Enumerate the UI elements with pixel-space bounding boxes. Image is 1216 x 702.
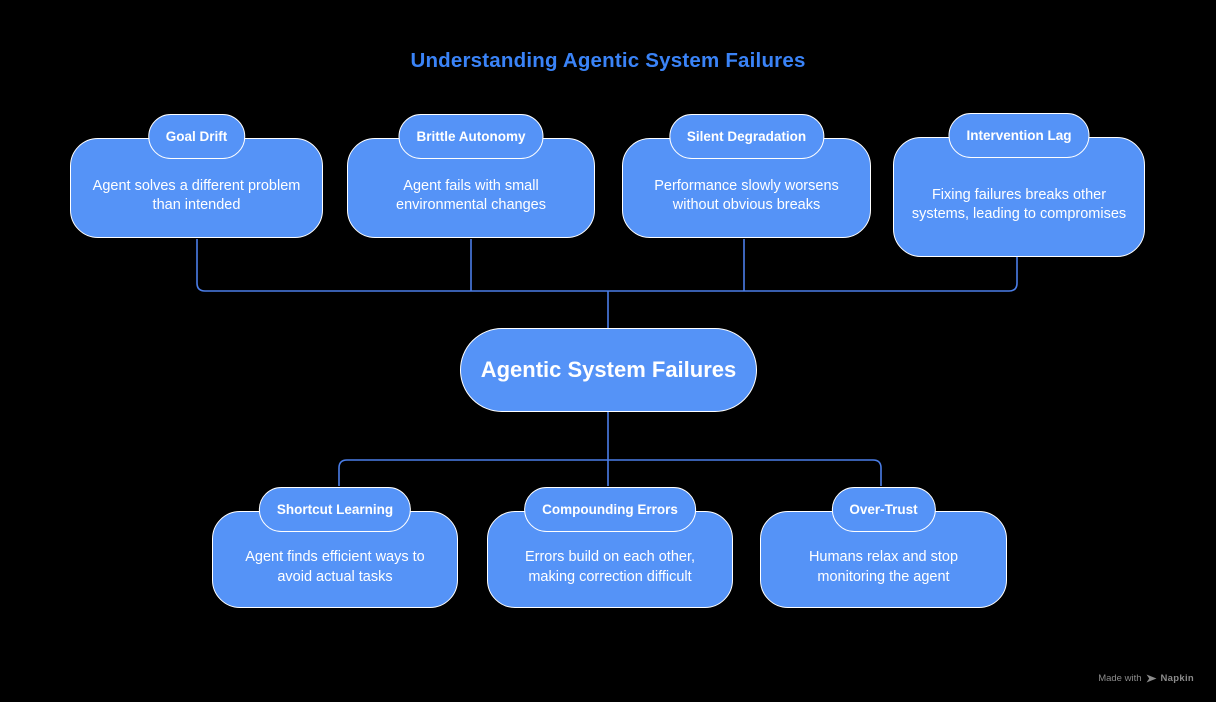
diagram-title: Understanding Agentic System Failures (410, 49, 806, 72)
node-silent-degradation-pill: Silent Degradation (668, 114, 825, 159)
node-intervention-lag-pill: Intervention Lag (948, 113, 1090, 158)
node-brittle-autonomy-pill: Brittle Autonomy (398, 114, 544, 159)
node-brittle-autonomy-description: Agent fails with small environmental cha… (396, 177, 546, 213)
node-compounding-errors: Compounding Errors Errors build on each … (487, 487, 733, 608)
node-over-trust: Over-Trust Humans relax and stop monitor… (760, 487, 1007, 608)
node-intervention-lag-description: Fixing failures breaks other systems, le… (911, 186, 1127, 222)
node-intervention-lag: Intervention Lag Fixing failures breaks … (893, 113, 1145, 257)
node-shortcut-learning-pill: Shortcut Learning (258, 487, 412, 532)
node-brittle-autonomy: Brittle Autonomy Agent fails with small … (347, 114, 595, 238)
node-shortcut-learning-description: Agent finds efficient ways to avoid actu… (245, 549, 425, 585)
center-node-agentic-system-failures: Agentic System Failures (460, 328, 757, 412)
napkin-brand-label: Napkin (1160, 673, 1194, 684)
made-with-label: Made with (1098, 673, 1142, 684)
node-goal-drift-pill: Goal Drift (147, 114, 246, 159)
napkin-pen-icon (1146, 674, 1157, 683)
node-silent-degradation-description: Performance slowly worsens without obvio… (654, 177, 839, 213)
center-node-label: Agentic System Failures (480, 357, 737, 382)
node-shortcut-learning: Shortcut Learning Agent finds efficient … (212, 487, 458, 608)
connector-bottom-bus (338, 459, 882, 486)
connector-top-bus (196, 239, 1018, 292)
node-over-trust-pill: Over-Trust (831, 487, 936, 532)
node-compounding-errors-description: Errors build on each other, making corre… (524, 549, 696, 585)
node-over-trust-description: Humans relax and stop monitoring the age… (808, 549, 959, 585)
made-with-napkin: Made with Napkin (1098, 673, 1194, 684)
node-goal-drift: Goal Drift Agent solves a different prob… (70, 114, 323, 238)
node-goal-drift-description: Agent solves a different problem than in… (92, 177, 301, 213)
node-silent-degradation: Silent Degradation Performance slowly wo… (622, 114, 871, 238)
node-compounding-errors-pill: Compounding Errors (524, 487, 696, 532)
